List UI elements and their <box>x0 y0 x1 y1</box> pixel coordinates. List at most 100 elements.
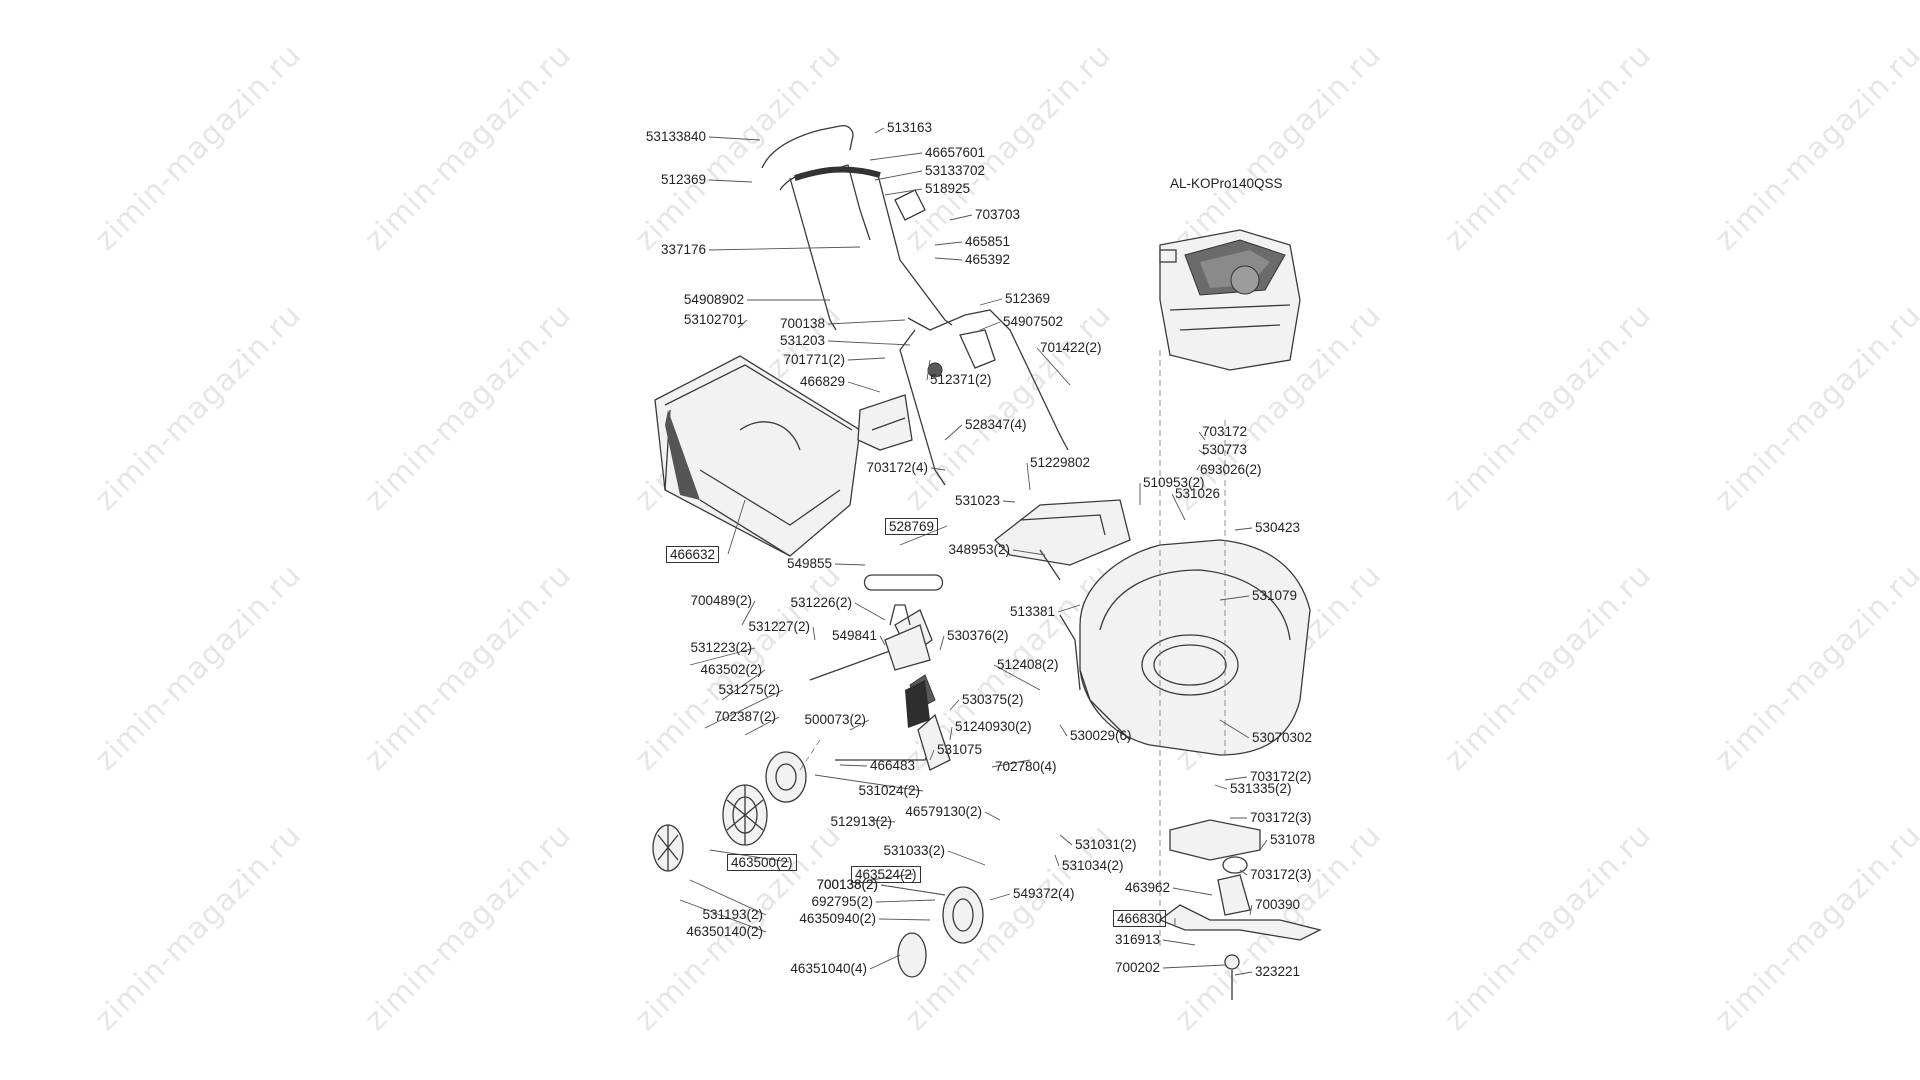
part-number-label: 512371(2) <box>930 372 992 387</box>
leader-line <box>1026 462 1031 491</box>
part-number-label: 51229802 <box>1030 455 1091 470</box>
part-number-label: 53102701 <box>683 312 744 327</box>
part-number-label: 693026(2) <box>1200 462 1262 477</box>
leader-line <box>1219 595 1250 601</box>
leader-line <box>1214 784 1228 790</box>
part-number-label: 500073(2) <box>804 712 866 727</box>
leader-line <box>989 893 1011 901</box>
part-number-label: 316913 <box>1114 932 1160 947</box>
part-number-label: 531223(2) <box>690 640 752 655</box>
part-number-label: 513381 <box>1009 604 1055 619</box>
rear-flap-drawing <box>994 499 1131 581</box>
leader-line <box>884 188 923 196</box>
part-number-label: 700138(2) <box>816 877 878 892</box>
leader-line <box>869 152 923 161</box>
leader-line <box>708 136 761 141</box>
leader-line <box>741 600 756 626</box>
leader-line <box>814 774 924 792</box>
leader-line <box>1054 854 1060 867</box>
part-number-label: 531203 <box>779 333 825 348</box>
part-number-label: 549855 <box>786 556 832 571</box>
part-number-label: 348953(2) <box>948 542 1010 557</box>
leader-line <box>1162 939 1196 946</box>
leader-line <box>874 127 885 134</box>
leader-line <box>689 879 767 916</box>
part-number-label: 323221 <box>1255 964 1301 979</box>
part-number-label: 701771(2) <box>783 352 845 367</box>
leader-line <box>991 759 1031 768</box>
part-number-label: 700202 <box>1114 960 1160 975</box>
part-number-label: 549372(4) <box>1013 886 1075 901</box>
leader-line <box>979 298 1003 306</box>
leader-line <box>744 716 780 736</box>
part-number-label: 531023 <box>954 493 1000 508</box>
part-number-label: 518925 <box>925 181 971 196</box>
leader-line <box>1234 971 1253 976</box>
part-number-label: 531034(2) <box>1062 858 1124 873</box>
part-number-label: 46657601 <box>925 145 986 160</box>
leader-line <box>926 359 931 381</box>
part-number-label: 703172 <box>1202 424 1248 439</box>
leader-line <box>878 918 931 921</box>
leader-line <box>993 664 1041 691</box>
part-number-label: 46350140(2) <box>686 924 763 939</box>
leader-line <box>879 635 886 646</box>
leader-line <box>704 689 784 729</box>
leader-line <box>930 467 946 471</box>
leader-line <box>929 749 935 761</box>
part-number-label: 466632 <box>666 546 720 563</box>
leader-line <box>854 602 886 621</box>
part-number-label: 702387(2) <box>714 709 776 724</box>
leader-line <box>708 179 753 183</box>
leader-line <box>1059 724 1068 737</box>
part-number-label: 53133840 <box>645 129 706 144</box>
grass-box-drawing <box>654 355 861 557</box>
part-number-label: 528769 <box>885 518 939 535</box>
leader-line <box>1198 431 1206 441</box>
engine-drawing <box>1159 229 1301 371</box>
leader-line <box>849 719 870 731</box>
leader-line <box>949 214 973 221</box>
part-number-label: 531079 <box>1252 588 1298 603</box>
part-number-label: 466829 <box>799 374 845 389</box>
part-number-label: 692795(2) <box>811 894 873 909</box>
part-number-label: 53070302 <box>1252 730 1313 745</box>
part-number-label: 530773 <box>1202 442 1248 457</box>
leader-line <box>1012 549 1046 556</box>
part-number-label: 700138(2) <box>816 877 878 892</box>
leader-line <box>839 764 868 767</box>
leader-line <box>949 726 953 741</box>
leader-line <box>979 321 1001 331</box>
leader-line <box>1259 839 1268 851</box>
part-number-label: 531227(2) <box>748 619 810 634</box>
part-number-label: 53133702 <box>925 163 986 178</box>
mower-deck-drawing <box>1059 539 1311 756</box>
leader-line <box>727 499 746 555</box>
part-number-label: 46350940(2) <box>799 911 876 926</box>
part-number-label: 46351040(4) <box>790 961 867 976</box>
part-number-label: 513163 <box>887 120 933 135</box>
leader-line <box>709 849 790 863</box>
part-number-label: 512913(2) <box>830 814 892 829</box>
leader-line <box>1171 493 1186 521</box>
part-number-label: 51240930(2) <box>955 719 1032 734</box>
leader-line <box>947 850 986 866</box>
leader-line <box>1002 500 1016 503</box>
leader-line <box>737 319 748 329</box>
part-number-label: 530423 <box>1255 520 1301 535</box>
part-number-label: 701422(2) <box>1040 340 1102 355</box>
part-number-label: 702780(4) <box>995 759 1057 774</box>
leader-line <box>834 563 866 566</box>
part-number-label: 703172(3) <box>1250 810 1312 825</box>
part-number-label: 703172(2) <box>1250 769 1312 784</box>
leader-line <box>869 819 896 823</box>
part-number-label: 510953(2) <box>1143 475 1205 490</box>
part-number-label: 530029(6) <box>1070 728 1132 743</box>
leader-line <box>679 899 767 933</box>
leader-line <box>827 319 906 325</box>
leader-line <box>869 954 901 970</box>
part-number-label: 54907502 <box>1003 314 1064 329</box>
part-number-label: 531026 <box>1175 486 1221 501</box>
